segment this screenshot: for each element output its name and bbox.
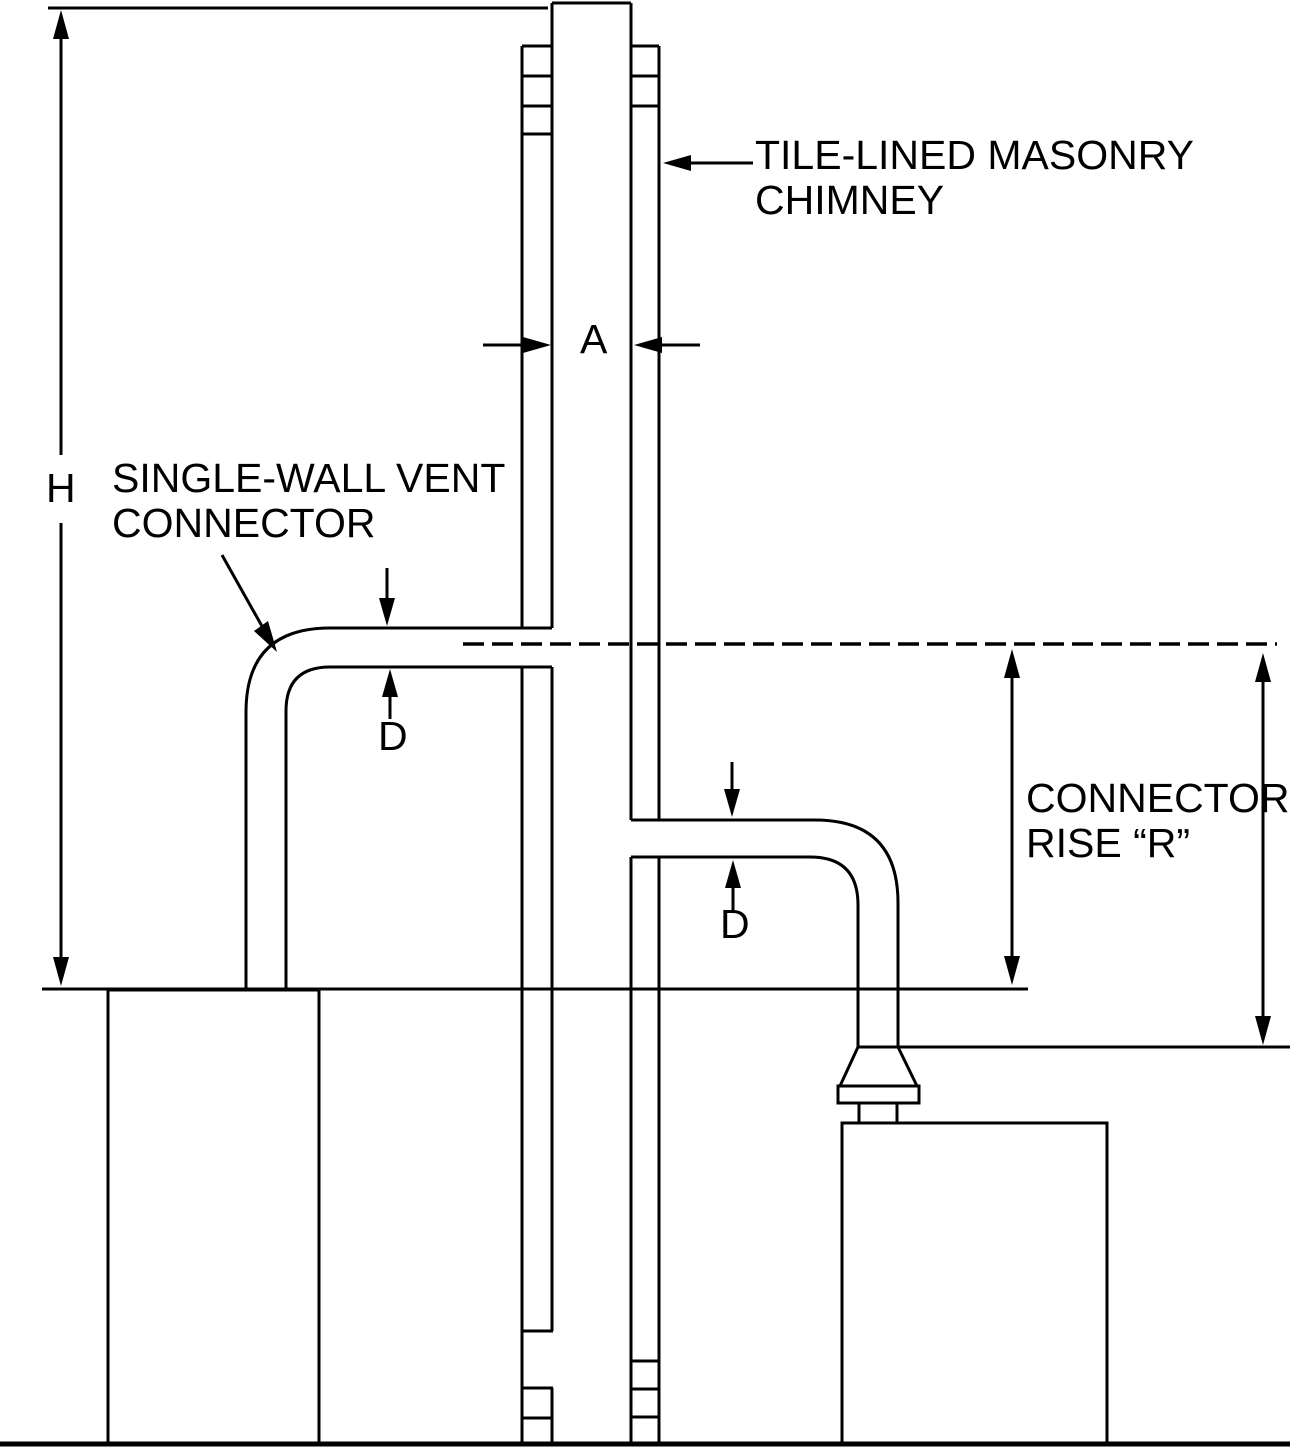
d-dimension-right (724, 762, 741, 911)
connector-label-leader (220, 554, 277, 652)
left-appliance (106, 988, 321, 1446)
h-dimension-label: H (46, 465, 76, 511)
arrow-left-icon (663, 155, 691, 171)
arrow-left-icon (634, 337, 662, 353)
arrow-down-icon (724, 789, 740, 817)
chimney-label: TILE-LINED MASONRY CHIMNEY (755, 133, 1194, 223)
a-dimension-arrows (483, 337, 700, 353)
arrow-down-right-icon (254, 621, 277, 652)
vent-connector-label-line1: SINGLE-WALL VENT (112, 455, 506, 501)
draft-hood (836, 1046, 921, 1123)
arrow-up-icon (53, 10, 69, 39)
left-vent-connector (244, 626, 552, 990)
right-appliance (840, 1121, 1109, 1445)
d-dimension-label-left: D (378, 713, 408, 759)
arrow-down-icon (53, 957, 69, 986)
arrow-up-icon (725, 860, 741, 888)
chimney-label-leader (663, 155, 753, 171)
connector-rise-label-line1: CONNECTOR (1026, 775, 1290, 821)
d-dimension-left (379, 568, 398, 719)
arrow-down-icon (1004, 956, 1020, 985)
connector-rise-label-line2: RISE “R” (1026, 820, 1190, 866)
a-dimension-label: A (580, 316, 608, 362)
masonry-chimney (520, 1, 661, 1444)
connector-rise-label: CONNECTOR RISE “R” (1026, 776, 1289, 866)
chimney-label-line1: TILE-LINED MASONRY (755, 132, 1194, 178)
arrow-up-icon (1255, 653, 1271, 682)
vent-connector-label: SINGLE-WALL VENT CONNECTOR (112, 456, 505, 546)
arrow-up-icon (382, 669, 398, 697)
arrow-right-icon (523, 337, 551, 353)
chimney-label-line2: CHIMNEY (755, 177, 945, 223)
arrow-down-icon (379, 598, 395, 626)
h-dimension-arrow (53, 10, 69, 986)
rise-dimension-arrows (1004, 649, 1271, 1045)
vent-connector-label-line2: CONNECTOR (112, 500, 376, 546)
arrow-up-icon (1004, 649, 1020, 678)
d-dimension-label-right: D (720, 901, 750, 947)
arrow-down-icon (1255, 1016, 1271, 1045)
right-vent-connector (631, 818, 900, 1047)
